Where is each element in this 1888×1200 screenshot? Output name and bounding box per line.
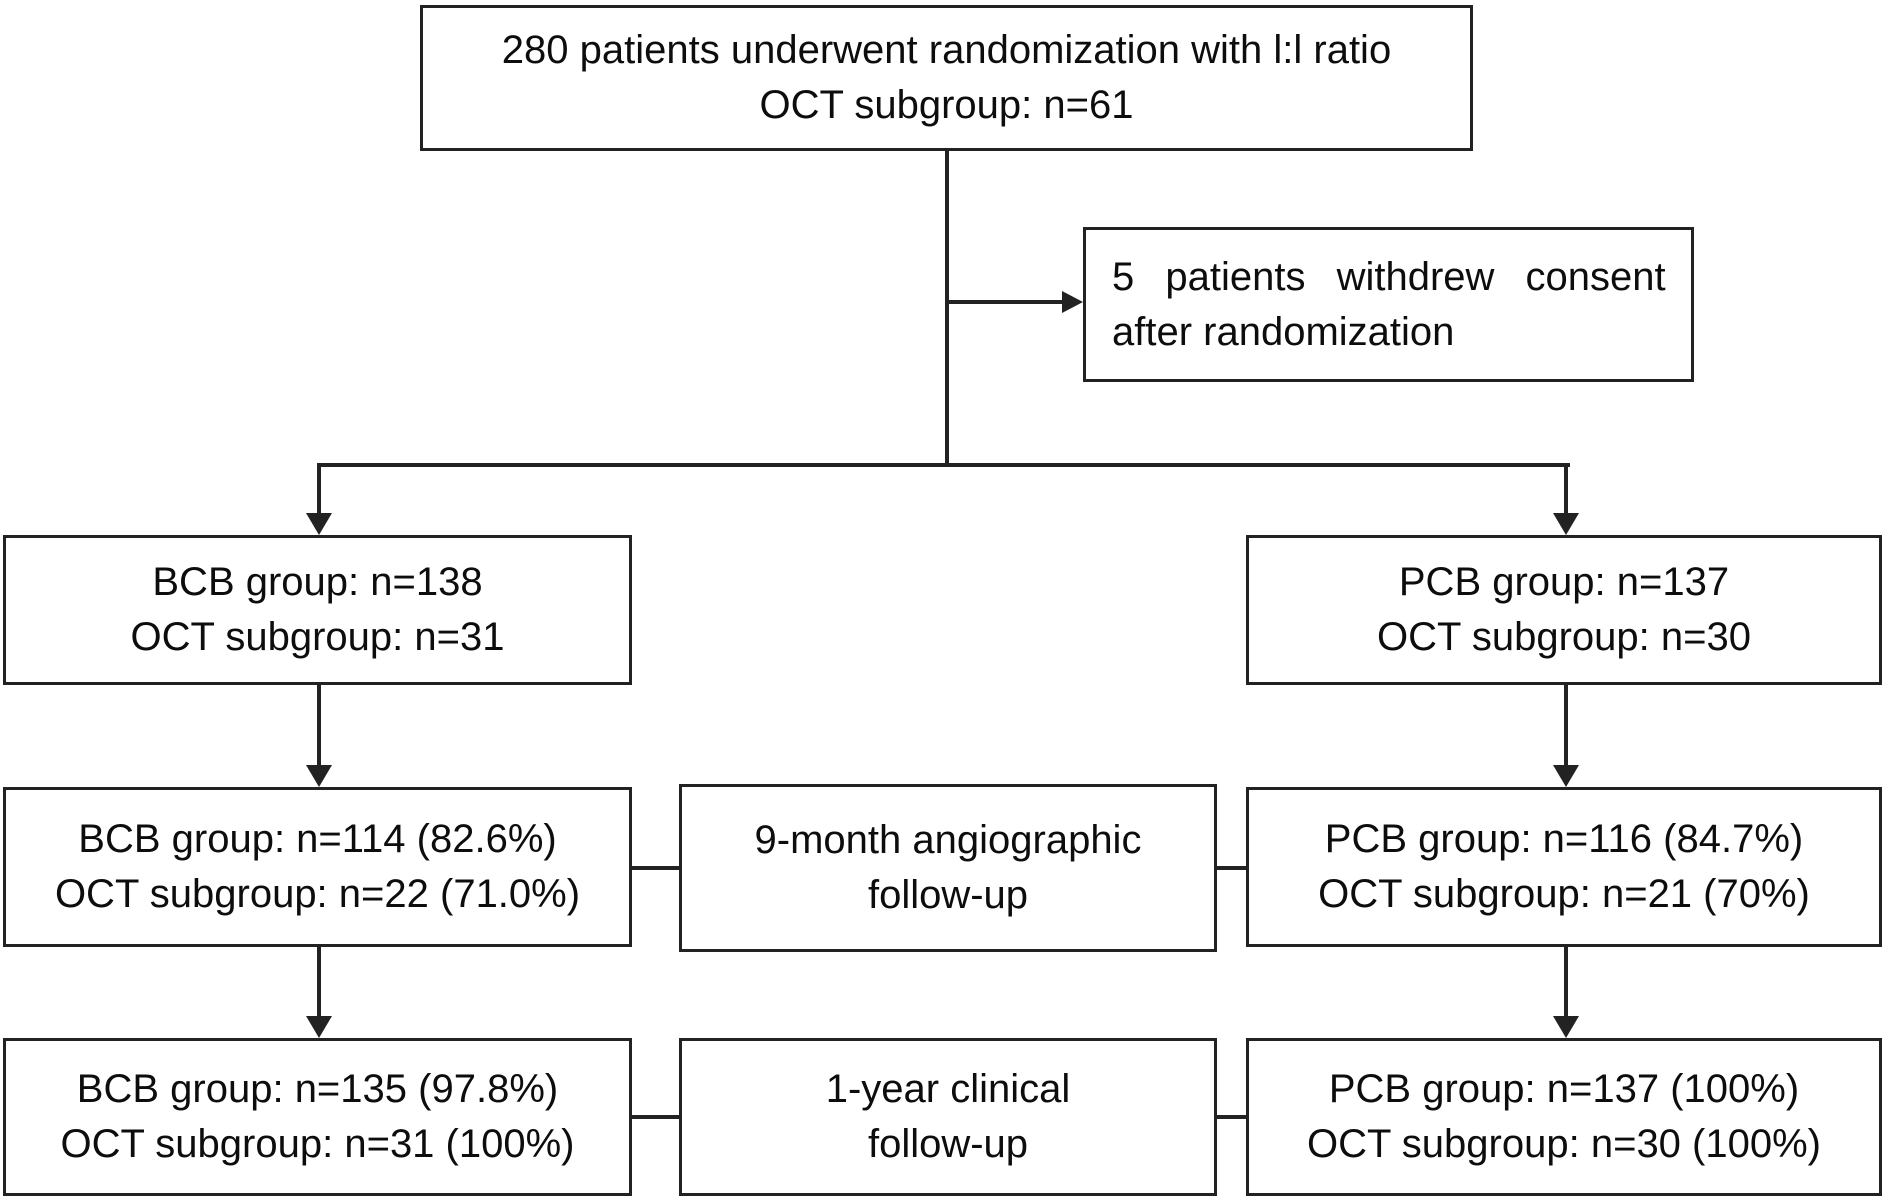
withdrew-line-1: 5 patients withdrew consent	[1112, 254, 1666, 299]
connector-randomization-stem	[945, 151, 949, 467]
bcb-angiographic-line-2: OCT subgroup: n=22 (71.0%)	[54, 872, 581, 916]
withdrew-line-2: after randomization	[1112, 309, 1455, 354]
box-withdrew-consent: 5 patients withdrew consent after random…	[1083, 227, 1694, 382]
arrowhead-bcb-clinical-icon	[306, 1016, 332, 1038]
connector-bcb-angiographic-line	[317, 685, 321, 767]
arrowhead-pcb-allocation-icon	[1553, 513, 1579, 535]
pcb-clinical-line-2: OCT subgroup: n=30 (100%)	[1306, 1122, 1821, 1166]
pcb-allocation-line-1: PCB group: n=137	[1398, 560, 1730, 604]
clinical-label-line-1: 1-year clinical	[825, 1067, 1071, 1111]
connector-withdrew-line	[949, 300, 1062, 304]
box-pcb-angiographic: PCB group: n=116 (84.7%) OCT subgroup: n…	[1246, 787, 1882, 947]
angiographic-label-line-2: follow-up	[867, 873, 1029, 917]
clinical-label-line-2: follow-up	[867, 1122, 1029, 1166]
pcb-angiographic-line-2: OCT subgroup: n=21 (70%)	[1318, 872, 1810, 916]
bcb-angiographic-line-1: BCB group: n=114 (82.6%)	[78, 817, 557, 861]
randomization-line-2: OCT subgroup: n=61	[759, 83, 1134, 127]
pcb-clinical-line-1: PCB group: n=137 (100%)	[1328, 1067, 1800, 1111]
connector-pcb-angiographic-line	[1564, 685, 1568, 767]
box-angiographic-followup-label: 9-month angiographic follow-up	[679, 784, 1217, 952]
connector-bcb-angiographic-label	[632, 866, 679, 870]
bcb-allocation-line-1: BCB group: n=138	[152, 560, 483, 604]
angiographic-label-line-1: 9-month angiographic	[754, 818, 1142, 862]
connector-bcb-clinical-label	[632, 1115, 679, 1119]
arrowhead-bcb-angiographic-icon	[306, 765, 332, 787]
connector-pcb-clinical-label	[1217, 1115, 1246, 1119]
arrowhead-bcb-allocation-icon	[306, 513, 332, 535]
box-randomization: 280 patients underwent randomization wit…	[420, 5, 1473, 151]
connector-pcb-clinical-line	[1564, 947, 1568, 1016]
bcb-allocation-line-2: OCT subgroup: n=31	[130, 615, 505, 659]
connector-pcb-angiographic-label	[1217, 866, 1246, 870]
connector-branch-horizontal	[317, 463, 1570, 467]
bcb-clinical-line-1: BCB group: n=135 (97.8%)	[76, 1067, 559, 1111]
connector-bcb-drop	[317, 463, 321, 515]
connector-bcb-clinical-line	[317, 947, 321, 1016]
bcb-clinical-line-2: OCT subgroup: n=31 (100%)	[60, 1122, 575, 1166]
box-pcb-clinical: PCB group: n=137 (100%) OCT subgroup: n=…	[1246, 1038, 1882, 1196]
connector-pcb-drop	[1564, 463, 1568, 515]
pcb-angiographic-line-1: PCB group: n=116 (84.7%)	[1324, 817, 1804, 861]
arrowhead-pcb-angiographic-icon	[1553, 765, 1579, 787]
randomization-line-1: 280 patients underwent randomization wit…	[501, 28, 1392, 72]
box-bcb-angiographic: BCB group: n=114 (82.6%) OCT subgroup: n…	[3, 787, 632, 947]
arrowhead-withdrew-icon	[1062, 291, 1083, 313]
pcb-allocation-line-2: OCT subgroup: n=30	[1377, 615, 1751, 659]
box-bcb-clinical: BCB group: n=135 (97.8%) OCT subgroup: n…	[3, 1038, 632, 1196]
box-pcb-allocation: PCB group: n=137 OCT subgroup: n=30	[1246, 535, 1882, 685]
box-bcb-allocation: BCB group: n=138 OCT subgroup: n=31	[3, 535, 632, 685]
arrowhead-pcb-clinical-icon	[1553, 1016, 1579, 1038]
box-clinical-followup-label: 1-year clinical follow-up	[679, 1038, 1217, 1196]
